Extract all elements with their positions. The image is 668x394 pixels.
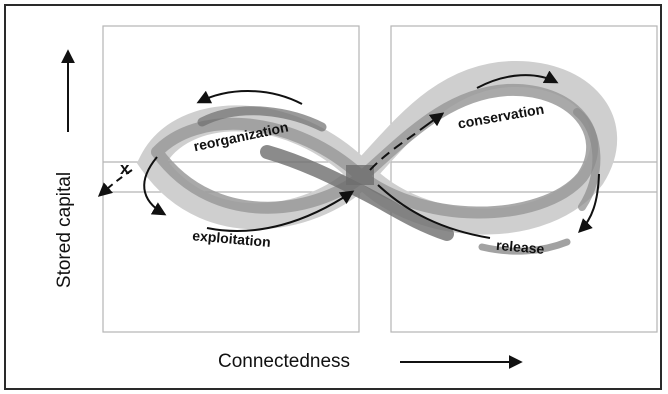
cycle-bands [136, 60, 617, 255]
exit-arrow [97, 169, 133, 197]
forward-loop-arrow [419, 112, 445, 131]
conservation-to-release-arrow [578, 173, 600, 233]
release-line [377, 184, 491, 239]
y-axis: Stored capital [54, 49, 75, 288]
x-axis-label: Connectedness [218, 351, 350, 372]
crossing-patch [346, 165, 374, 185]
exploitation-label: exploitation [192, 227, 272, 250]
figure-frame: x reorganization exploitation conservati… [4, 4, 662, 390]
exit-mark: x [120, 159, 130, 178]
release-shadow [478, 238, 571, 255]
release-label: release [495, 237, 545, 257]
conservation-shadow [573, 108, 601, 211]
right-panel [390, 25, 658, 333]
x-axis: Connectedness [218, 351, 523, 372]
reorganization-arrow [196, 90, 303, 105]
exploitation-arrow [206, 190, 355, 232]
back-loop-shadow [260, 145, 454, 241]
conservation-label: conservation [457, 101, 546, 132]
y-axis-label: Stored capital [54, 172, 75, 288]
conservation-arrow [476, 70, 559, 89]
back-loop-down-arrow [143, 156, 167, 216]
cycle-arrows [97, 70, 600, 239]
adaptive-cycle-diagram: x reorganization exploitation conservati… [54, 25, 658, 372]
reorganization-shadow [197, 106, 327, 132]
forward-loop-dashed [369, 129, 421, 171]
